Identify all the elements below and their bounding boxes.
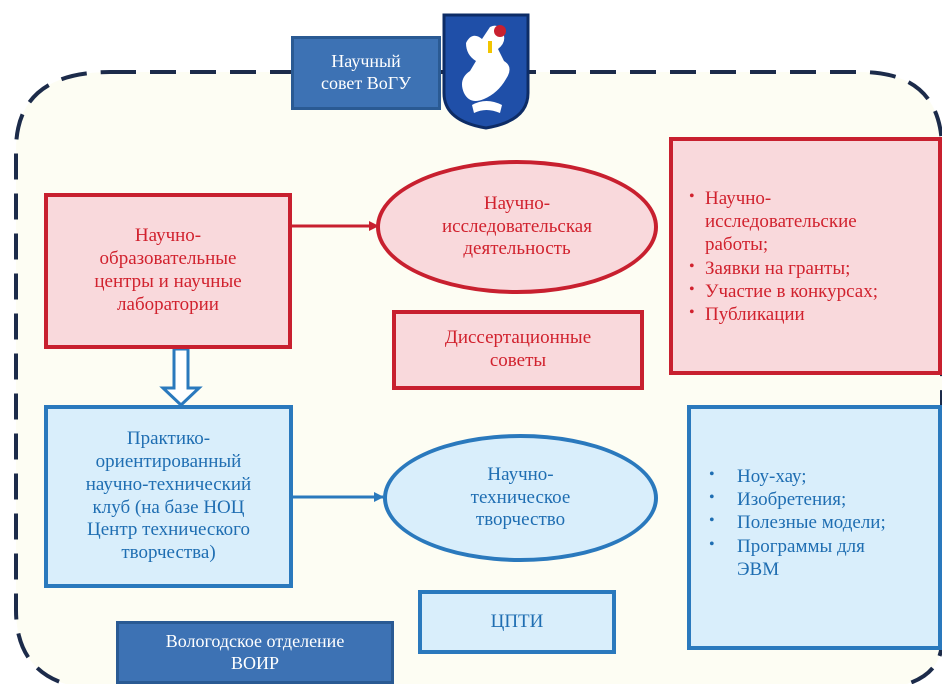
centers-line: образовательные <box>99 248 237 270</box>
list-item: Публикации <box>689 303 928 326</box>
council-line1: Научный <box>331 51 401 72</box>
dissertation-box: Диссертационные советы <box>392 310 644 390</box>
research-outputs-box: Научно-исследовательские работы; Заявки … <box>669 137 942 375</box>
technical-outputs-list: Ноу-хау; Изобретения; Полезные модели; П… <box>709 465 930 581</box>
cpti-box: ЦПТИ <box>418 590 616 654</box>
research-line: деятельность <box>463 238 571 260</box>
dissertation-line: советы <box>489 350 547 371</box>
coat-of-arms-icon <box>442 13 530 130</box>
list-item: Научно-исследовательские работы; <box>689 187 885 257</box>
list-item: Полезные модели; <box>709 511 930 534</box>
technical-line: техническое <box>470 486 571 508</box>
list-item: Изобретения; <box>709 488 930 511</box>
club-line: научно-технический <box>85 473 252 495</box>
club-line: Практико- <box>126 428 211 450</box>
research-ellipse: Научно- исследовательская деятельность <box>376 160 658 294</box>
technical-outputs-box: Ноу-хау; Изобретения; Полезные модели; П… <box>687 405 942 650</box>
research-line: исследовательская <box>442 215 592 237</box>
list-item: Заявки на гранты; <box>689 257 928 280</box>
technical-line: Научно- <box>487 463 554 485</box>
voir-line1: Вологодское отделение <box>165 630 345 651</box>
council-box: Научный совет ВоГУ <box>291 36 441 110</box>
club-box: Практико- ориентированный научно-техниче… <box>44 405 293 588</box>
club-line: ориентированный <box>95 450 242 472</box>
centers-line: центры и научные <box>94 271 242 292</box>
dissertation-line: Диссертационные <box>444 327 592 349</box>
voir-box: Вологодское отделение ВОИР <box>116 621 394 684</box>
centers-line: Научно- <box>134 225 202 247</box>
list-item: Программы для ЭВМ <box>709 535 905 581</box>
technical-line: творчество <box>475 509 566 531</box>
research-outputs-list: Научно-исследовательские работы; Заявки … <box>689 187 928 326</box>
technical-ellipse: Научно- техническое творчество <box>383 434 658 562</box>
centers-box: Научно- образовательные центры и научные… <box>44 193 292 349</box>
voir-line2: ВОИР <box>230 652 279 673</box>
research-line: Научно- <box>483 192 551 214</box>
club-line: творчества) <box>121 542 216 564</box>
council-line2: совет ВоГУ <box>321 73 411 93</box>
list-item: Ноу-хау; <box>709 465 930 488</box>
list-item: Участие в конкурсах; <box>689 280 928 303</box>
cpti-label: ЦПТИ <box>490 610 544 632</box>
club-line: Центр технического <box>87 519 250 541</box>
club-line: клуб (на базе НОЦ <box>92 496 245 518</box>
arrow-centers-to-club <box>159 347 203 408</box>
centers-line: лаборатории <box>117 293 219 315</box>
